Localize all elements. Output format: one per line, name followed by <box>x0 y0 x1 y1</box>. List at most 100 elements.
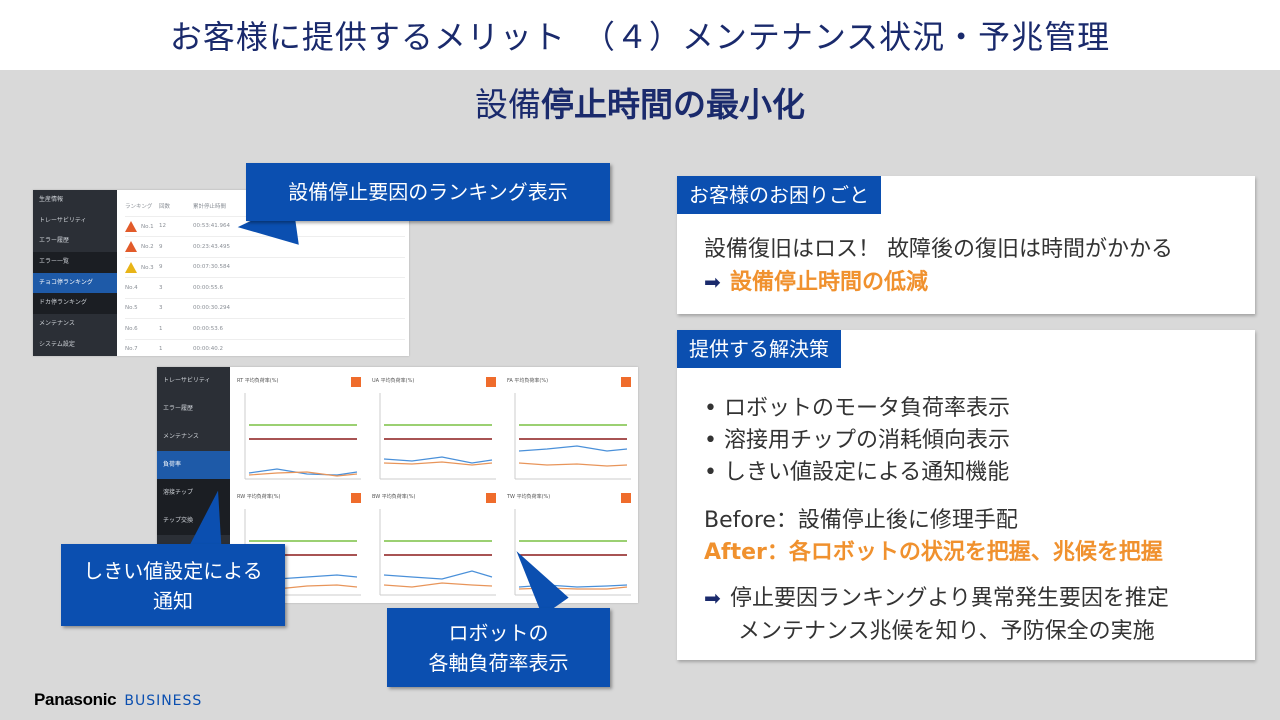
problem-result: ➡ 設備停止時間の低減 <box>704 264 928 296</box>
load-callout: ロボットの 各軸負荷率表示 <box>387 608 610 687</box>
callout-line: 通知 <box>153 589 193 613</box>
sidebar-item[interactable]: エラー一覧 <box>33 252 117 273</box>
chart-header: FA 平均負荷率(%) <box>507 377 635 389</box>
conclusion-text: メンテナンス兆候を知り、予防保全の実施 <box>738 619 1155 644</box>
table-cell: 00:23:43.495 <box>193 243 230 250</box>
table-cell: No.5 <box>125 305 138 312</box>
sidebar-item[interactable]: トレーサビリティ <box>163 377 211 384</box>
chart-label: RT 平均負荷率(%) <box>237 378 279 384</box>
problem-highlight: 設備停止時間の低減 <box>730 270 929 295</box>
before-text: Before：設備停止後に修理手配 <box>704 508 1018 533</box>
chart-label: TW 平均負荷率(%) <box>507 494 551 500</box>
sidebar-item[interactable]: トレーサビリティ <box>39 216 87 224</box>
chart-plot <box>514 393 631 480</box>
table-row[interactable]: No.4 3 00:00:55.6 <box>125 278 405 299</box>
chart-settings-button[interactable] <box>486 377 496 387</box>
sidebar-item[interactable]: システム設定 <box>39 340 75 348</box>
table-header-cell: 累計停止時間 <box>193 203 227 210</box>
problem-text: 設備復旧はロス！ 故障後の復旧は時間がかかる <box>704 237 1173 262</box>
chart-header: UA 平均負荷率(%) <box>372 377 500 389</box>
after-text: After：各ロボットの状況を把握、兆候を把握 <box>704 540 1163 565</box>
sidebar-item[interactable]: 生産情報 <box>39 196 64 203</box>
footer-logo: Panasonic BUSINESS <box>34 690 202 710</box>
table-cell: No.3 <box>141 264 154 271</box>
sidebar-item[interactable]: 溶接チップ <box>157 479 230 507</box>
division-label: BUSINESS <box>124 693 203 709</box>
sidebar-item-selected[interactable]: 負荷率 <box>157 451 230 479</box>
table-cell: 9 <box>159 264 163 271</box>
conclusion-line: ➡停止要因ランキングより異常発生要因を推定 <box>704 580 1169 612</box>
callout-line: しきい値設定による <box>83 559 263 583</box>
conclusion-text: 停止要因ランキングより異常発生要因を推定 <box>730 586 1169 611</box>
table-cell: No.1 <box>141 223 154 230</box>
solution-panel: 提供する解決策 • ロボットのモータ負荷率表示 • 溶接用チップの消耗傾向表示 … <box>677 330 1255 660</box>
warning-icon <box>125 241 137 253</box>
table-cell: 9 <box>159 243 163 250</box>
arrow-right-icon: ➡ <box>704 270 721 294</box>
table-header-cell: 回数 <box>159 203 171 210</box>
page-title: お客様に提供するメリット （４）メンテナンス状況・予兆管理 <box>169 18 1111 56</box>
table-cell: 00:00:53.6 <box>193 325 223 332</box>
callout-line: ロボットの <box>448 621 549 645</box>
sidebar-item[interactable]: チップ交換 <box>157 507 230 535</box>
chart-plot <box>514 509 631 596</box>
table-row[interactable]: No.1 12 00:53:41.964 <box>125 217 405 237</box>
solution-bullet: • ロボットのモータ負荷率表示 <box>704 396 1010 421</box>
sidebar-item[interactable]: メンテナンス <box>163 433 199 440</box>
chart-label: UA 平均負荷率(%) <box>372 378 415 384</box>
chart-settings-button[interactable] <box>486 493 496 503</box>
threshold-callout: しきい値設定による 通知 <box>61 544 285 626</box>
callout-line: 各軸負荷率表示 <box>428 651 569 675</box>
problem-tag: お客様のお困りごと <box>677 176 881 214</box>
warning-icon <box>125 261 137 273</box>
sidebar-item[interactable]: メンテナンス <box>39 320 75 328</box>
table-cell: 12 <box>159 223 166 230</box>
chart-label: BW 平均負荷率(%) <box>372 494 416 500</box>
header-bar: お客様に提供するメリット （４）メンテナンス状況・予兆管理 <box>0 0 1280 70</box>
table-row[interactable]: No.6 1 00:00:53.6 <box>125 319 405 340</box>
table-cell: 00:00:30.294 <box>193 305 230 312</box>
chart-settings-button[interactable] <box>351 377 361 387</box>
table-cell: 00:00:55.6 <box>193 284 223 291</box>
table-header-cell: ランキング <box>125 203 153 210</box>
table-cell: No.2 <box>141 244 154 251</box>
solution-bullet: • しきい値設定による通知機能 <box>704 460 1010 485</box>
brand-logo: Panasonic <box>34 690 117 709</box>
table-row[interactable]: No.2 9 00:23:43.495 <box>125 237 405 258</box>
chart-header: TW 平均負荷率(%) <box>507 493 635 505</box>
sidebar-item[interactable]: ドカ停ランキング <box>33 293 117 315</box>
sidebar-item[interactable]: エラー履歴 <box>163 405 194 412</box>
table-cell: No.4 <box>125 284 138 291</box>
chart-header: RW 平均負荷率(%) <box>237 493 365 505</box>
table-cell: 00:07:30.584 <box>193 264 230 271</box>
chart-header: BW 平均負荷率(%) <box>372 493 500 505</box>
chart-settings-button[interactable] <box>621 493 631 503</box>
table-cell: 1 <box>159 346 163 353</box>
chart-settings-button[interactable] <box>351 493 361 503</box>
load-chart: TW 平均負荷率(%) <box>507 489 635 601</box>
table-cell: No.7 <box>125 346 138 353</box>
load-chart: BW 平均負荷率(%) <box>372 489 500 601</box>
table-cell: No.6 <box>125 325 138 332</box>
chart-plot <box>379 509 496 596</box>
chart-plot <box>379 393 496 480</box>
chart-header: RT 平均負荷率(%) <box>237 377 365 389</box>
chart-settings-button[interactable] <box>621 377 631 387</box>
ranking-sidebar: 生産情報 トレーサビリティ エラー履歴 エラー一覧 チョコ停ランキング ドカ停ラ… <box>33 190 117 356</box>
table-cell: 3 <box>159 284 163 291</box>
warning-icon <box>125 220 137 232</box>
subtitle-normal: 設備 <box>475 85 541 124</box>
sidebar-item-selected[interactable]: チョコ停ランキング <box>33 272 117 294</box>
chart-plot <box>244 393 361 480</box>
solution-bullet: • 溶接用チップの消耗傾向表示 <box>704 428 1010 453</box>
load-chart: UA 平均負荷率(%) <box>372 373 500 485</box>
table-row[interactable]: No.3 9 00:07:30.584 <box>125 258 405 278</box>
subtitle-bold: 停止時間の最小化 <box>541 85 805 124</box>
table-cell: 1 <box>159 325 163 332</box>
solution-tag: 提供する解決策 <box>677 330 841 368</box>
chart-label: FA 平均負荷率(%) <box>507 378 549 384</box>
table-cell: 00:53:41.964 <box>193 223 230 230</box>
sidebar-item[interactable]: エラー履歴 <box>39 237 70 245</box>
